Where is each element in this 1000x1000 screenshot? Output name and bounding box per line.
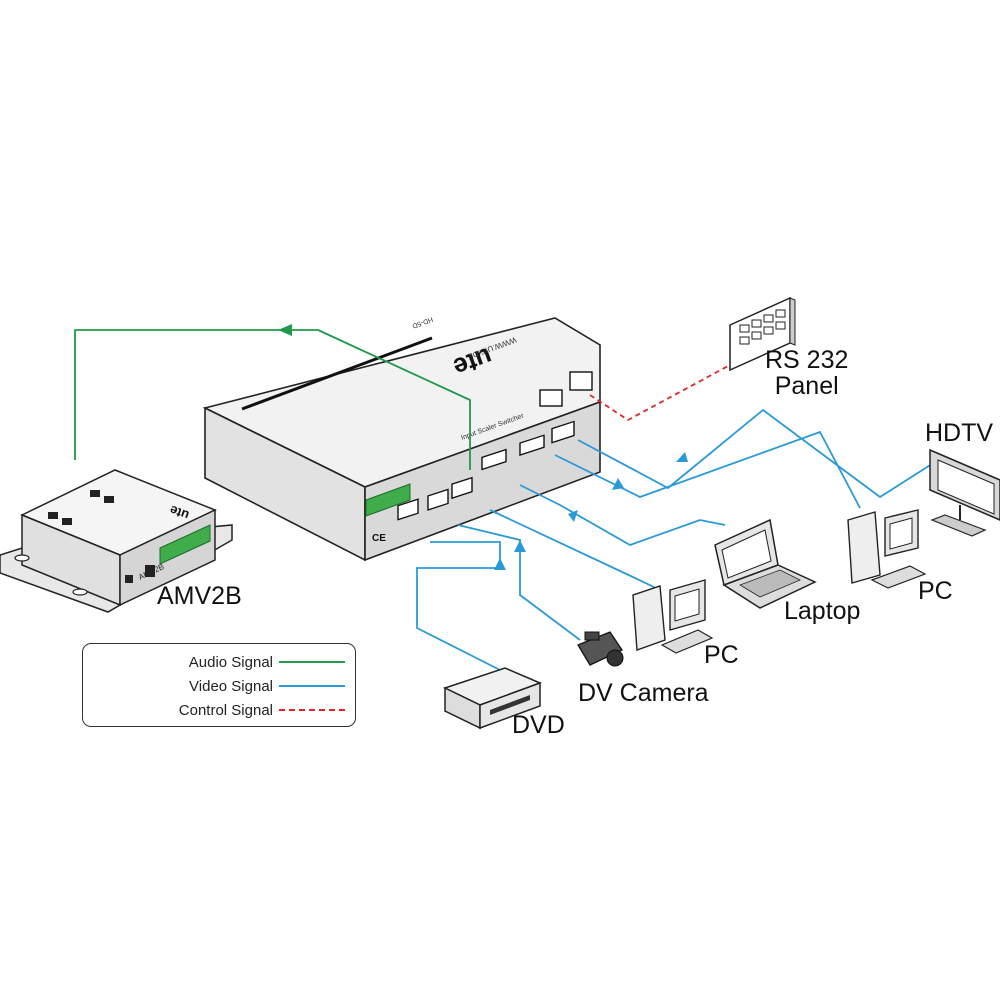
amv2b-buttons [48,490,114,525]
legend-label-control: Control Signal [178,701,273,719]
video-line-laptop [519,484,726,546]
switcher-rs232-port [539,371,593,407]
switcher-model: HD-5D [411,315,433,329]
audio-arrow [278,324,292,336]
switcher-device: ute WWW.UIS.DE HD-5D Input Scaler Switch… [202,315,601,562]
legend-row-control: Control Signal [179,700,345,720]
pc-right-label: PC [918,577,953,605]
legend-swatch-audio [279,661,345,663]
control-signal-line [589,364,731,422]
laptop-label: Laptop [784,597,861,625]
video-arrow-laptop [568,510,578,522]
video-line-dvd [416,541,501,671]
video-arrow-dv-camera [514,540,526,552]
amv2b-mount-holes [14,554,88,596]
hdtv-device [929,448,1000,537]
laptop-device [714,518,817,609]
dvd-label: DVD [512,711,565,739]
legend-label-audio: Audio Signal [188,653,273,671]
video-arrow-hdtv [676,452,688,462]
legend: Audio Signal Video Signal Control Signal [82,643,356,727]
video-line-hdtv [577,408,936,499]
legend-label-video: Video Signal [189,677,273,695]
legend-row-audio: Audio Signal [189,652,345,672]
pc-center-device [632,579,714,654]
dvd-device [443,667,543,730]
pc-center-label: PC [704,641,739,669]
dv-camera-device [577,631,624,667]
rs232-panel-device [729,296,796,372]
hdtv-label: HDTV [925,419,994,447]
switcher-vga-ports [481,434,545,471]
legend-swatch-control [279,709,345,711]
legend-swatch-video [279,685,345,687]
switcher-ce-mark: CE [372,533,386,544]
video-arrow-dvd [494,558,506,570]
pc-right-device [847,509,927,589]
rs232-panel-label: RS 232 Panel [765,346,849,401]
video-line-pc-center [489,509,661,591]
legend-row-video: Video Signal [189,676,345,696]
video-line-pc-right [554,430,861,509]
amv2b-brand-logo: ute [168,503,191,524]
video-line-dv-camera [457,524,581,641]
amv2b-device: ute AMV2B [0,469,233,613]
dv-camera-label: DV Camera [578,679,709,707]
video-arrow-pc-right [612,478,624,490]
switcher-hdmi-ports [397,420,575,521]
audio-signal-line [74,329,471,470]
amv2b-label: AMV2B [157,582,242,610]
amv2b-jacks [125,565,155,583]
switcher-green-terminal-block [365,483,411,517]
